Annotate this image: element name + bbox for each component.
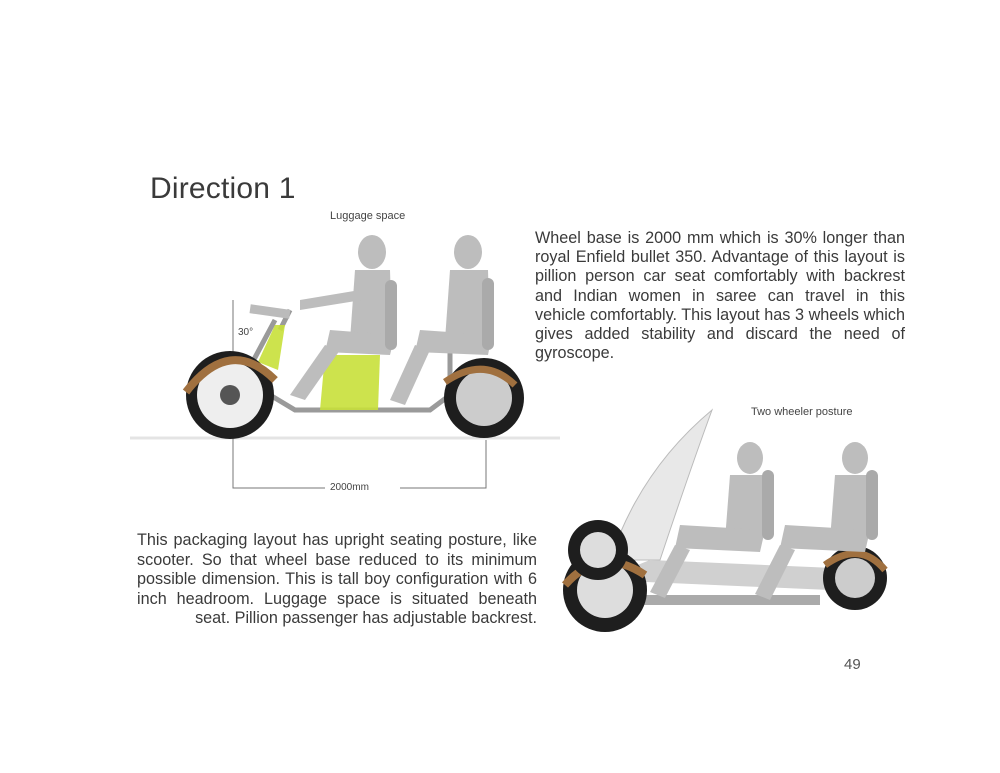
- angle-label: 30°: [238, 327, 254, 338]
- description-paragraph-left: This packaging layout has upright seatin…: [137, 531, 537, 628]
- description-paragraph-right: Wheel base is 2000 mm which is 30% longe…: [535, 229, 905, 363]
- perspective-vehicle-image: [561, 408, 888, 632]
- two-wheeler-posture-label: Two wheeler posture: [751, 406, 853, 418]
- page-title: Direction 1: [150, 172, 296, 205]
- luggage-space-label: Luggage space: [330, 210, 406, 222]
- side-view-vehicle-image: [130, 235, 560, 489]
- page-number: 49: [844, 656, 861, 673]
- wheelbase-label: 2000mm: [330, 482, 369, 493]
